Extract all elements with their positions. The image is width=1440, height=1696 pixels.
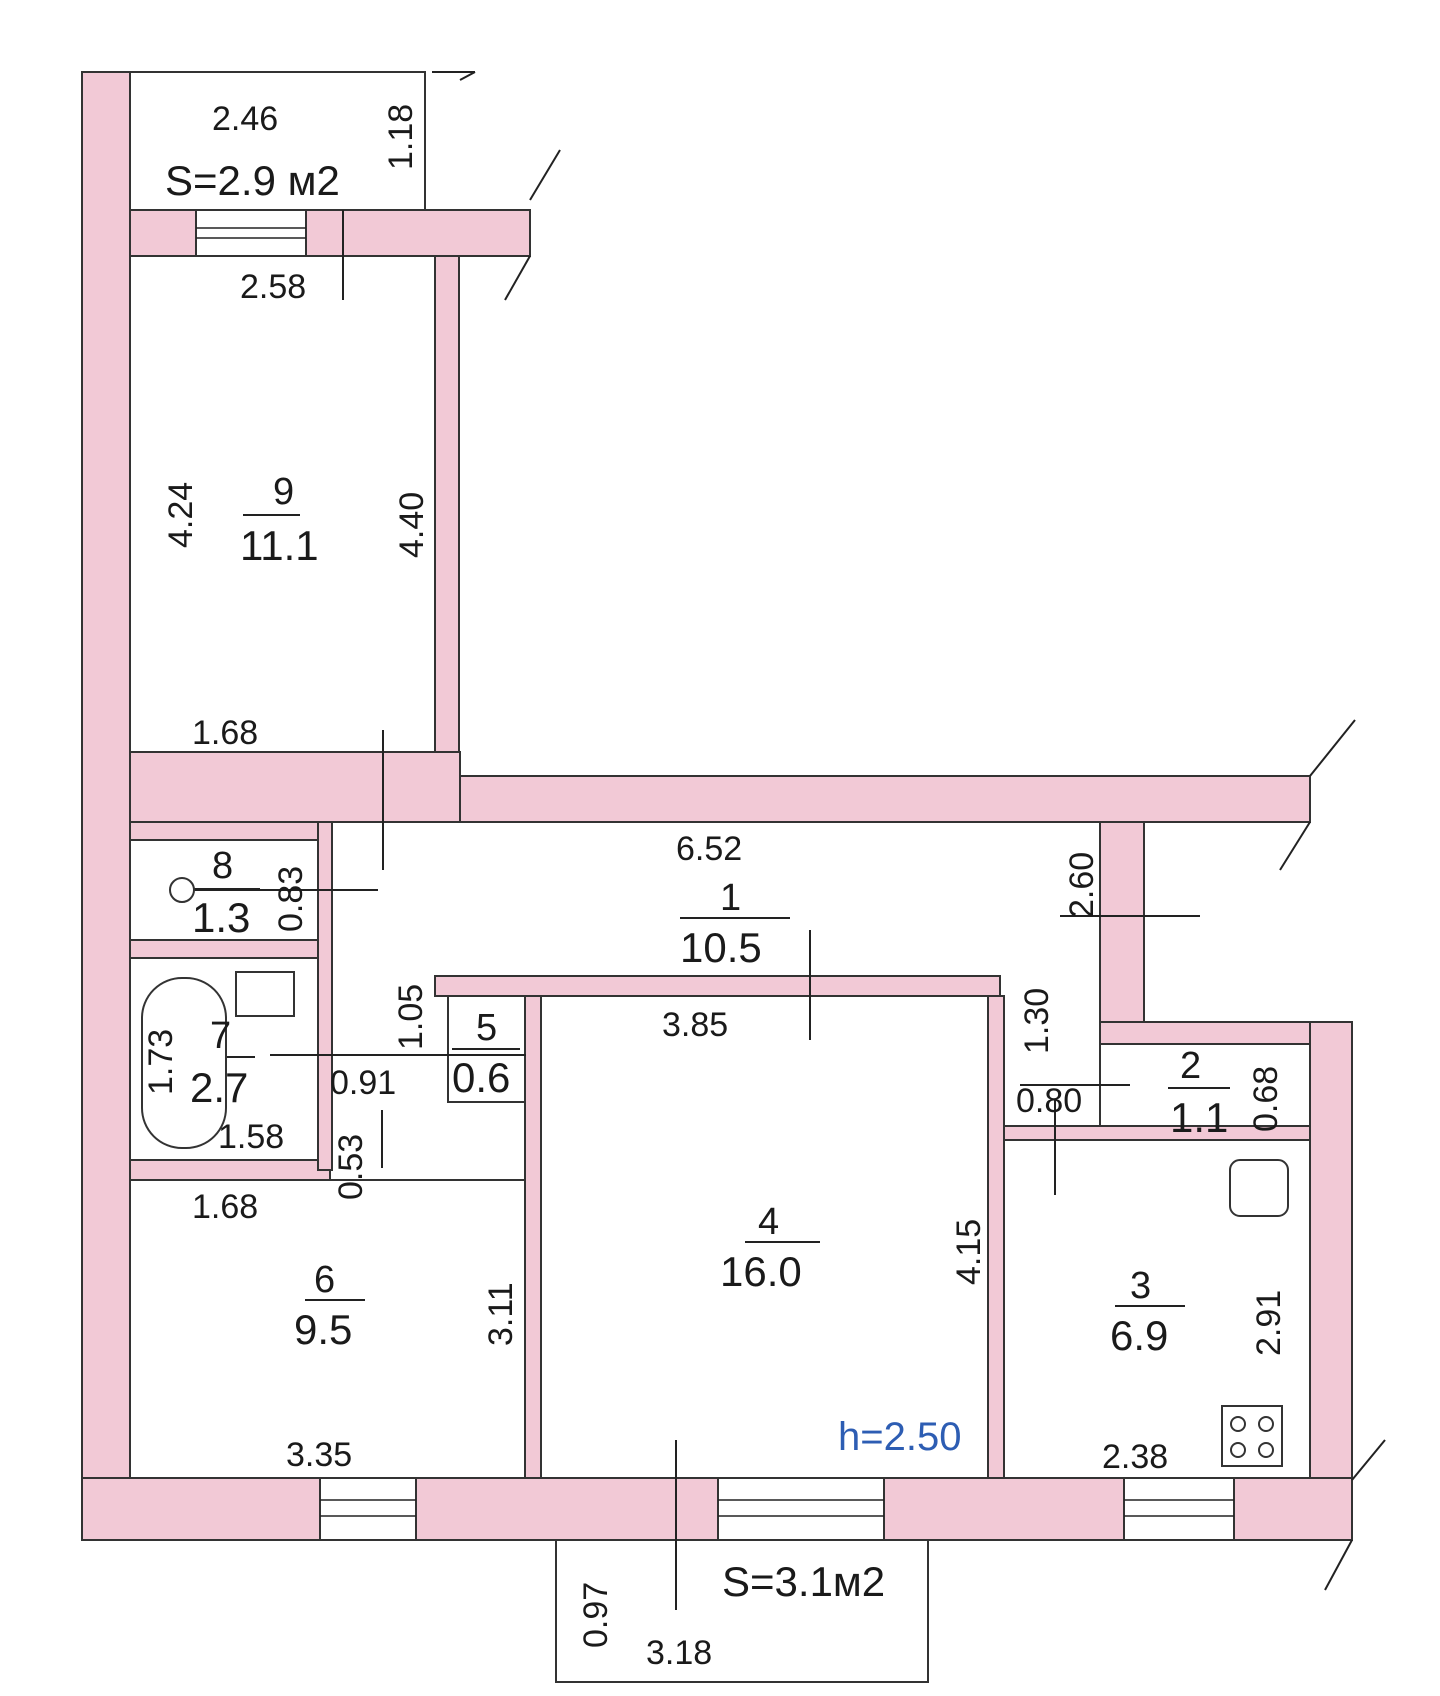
room-3-dim-width: 2.38	[1102, 1438, 1168, 1476]
room-5-number: 5	[476, 1007, 497, 1049]
room-6-number: 6	[314, 1259, 335, 1301]
room-4-area: 16.0	[720, 1248, 802, 1295]
room-3-dim-side: 2.91	[1250, 1290, 1288, 1356]
room-9-area: 11.1	[240, 522, 319, 569]
section-marks	[432, 71, 1386, 1591]
windows	[195, 209, 1235, 1541]
room-2	[1099, 1043, 1311, 1127]
room-7-dim-bottom: 1.58	[218, 1118, 284, 1156]
room-5-dim-side: 1.05	[392, 984, 430, 1050]
room-8-area: 1.3	[192, 894, 250, 941]
toilet-icon	[169, 877, 195, 903]
labels: 2.46 1.18 S=2.9 м2 2.58 4.24 4.40 9 11.1…	[142, 100, 1288, 1672]
stove-icon	[1221, 1405, 1283, 1467]
balcony-top-area: S=2.9 м2	[165, 157, 340, 204]
room-6	[129, 1179, 526, 1479]
balcony-top-width: 2.46	[212, 100, 278, 138]
bathtub-icon	[141, 977, 227, 1149]
room-5-area: 0.6	[452, 1054, 510, 1101]
balcony-bottom-area: S=3.1м2	[722, 1558, 885, 1605]
room-2-dim-width: 0.80	[1016, 1082, 1082, 1120]
room-6-dim-top: 1.68	[192, 1188, 258, 1226]
room-1-dim-width: 6.52	[676, 830, 742, 868]
room-8-dim-side: 0.83	[272, 866, 310, 932]
ceiling-height: h=2.50	[838, 1415, 961, 1459]
room-4	[540, 995, 989, 1479]
room-2-number: 2	[1180, 1045, 1201, 1087]
room-3-area: 6.9	[1110, 1312, 1168, 1359]
balcony-bottom-width: 3.18	[646, 1634, 712, 1672]
room-1-dim-side: 2.60	[1063, 852, 1101, 918]
dimension-lines	[180, 210, 1230, 1610]
room-4-number: 4	[758, 1201, 779, 1243]
room-5-dim-width: 0.91	[330, 1064, 396, 1102]
room-4-dim-side: 4.15	[950, 1219, 988, 1285]
room-6-area: 9.5	[294, 1306, 352, 1353]
room-9-dim-right: 4.40	[393, 492, 431, 558]
room-1-area: 10.5	[680, 924, 762, 971]
balcony-bottom	[555, 1539, 929, 1683]
room-4-dim-extra: 1.30	[1018, 988, 1056, 1054]
room-4-dim-width: 3.85	[662, 1006, 728, 1044]
balcony-top-depth: 1.18	[382, 104, 420, 170]
room-9	[129, 255, 436, 753]
kitchen-sink-icon	[1229, 1159, 1289, 1217]
fixtures	[141, 877, 1289, 1467]
room-7-area: 2.7	[190, 1064, 248, 1111]
room-9-dim-left: 4.24	[162, 482, 200, 548]
room-6-dim-bottom: 3.35	[286, 1436, 352, 1474]
balcony-top	[129, 71, 426, 211]
room-7-dim-side: 1.73	[142, 1029, 180, 1095]
room-9-dim-top: 2.58	[240, 268, 306, 306]
room-2-dim-side: 0.68	[1247, 1066, 1285, 1132]
balcony-bottom-depth: 0.97	[577, 1582, 615, 1648]
room-8-number: 8	[212, 845, 233, 887]
room-9-number: 9	[273, 471, 294, 513]
room-6-dim-side: 3.11	[482, 1282, 520, 1346]
room-9-dim-bottom: 1.68	[192, 714, 258, 752]
room-7-number: 7	[210, 1015, 231, 1057]
room-1-number: 1	[720, 877, 741, 919]
room-2-area: 1.1	[1170, 1094, 1228, 1141]
room-6-dim-extra: 0.53	[332, 1134, 370, 1200]
room-3-number: 3	[1130, 1265, 1151, 1307]
sink-icon	[235, 971, 295, 1017]
